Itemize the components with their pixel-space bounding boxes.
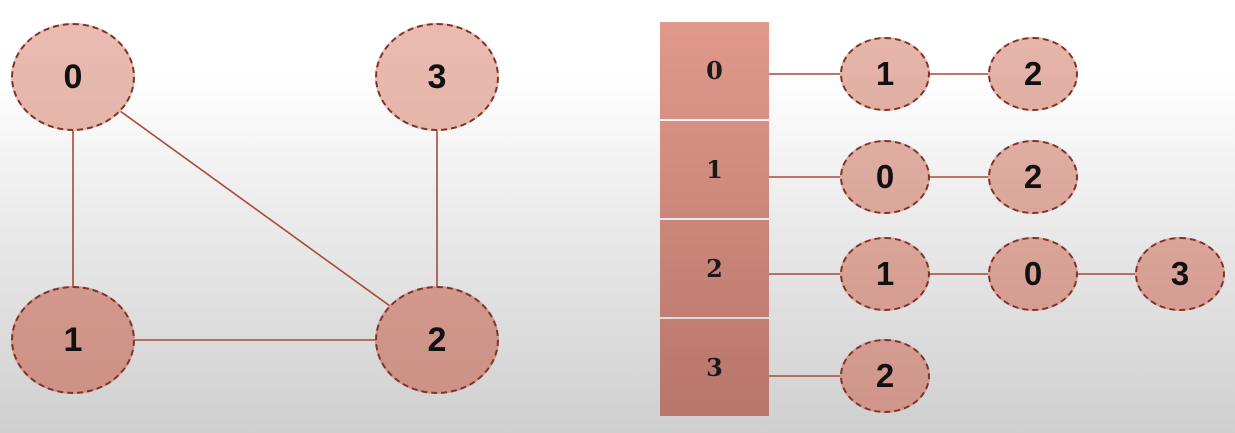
- graph-node-3: 3: [375, 23, 499, 131]
- node-label: 2: [875, 357, 895, 394]
- list-node-0-2: 2: [988, 37, 1078, 111]
- graph-node-0: 0: [11, 23, 135, 131]
- graph-edge-0-2: [72, 76, 438, 341]
- list-node-1-2: 2: [988, 140, 1078, 214]
- bucket-vertex-1: 1: [660, 121, 769, 218]
- node-label: 1: [63, 320, 83, 359]
- list-node-2-0: 0: [988, 237, 1078, 311]
- list-node-1-0: 0: [840, 140, 930, 214]
- node-label: 2: [1023, 158, 1043, 195]
- list-node-2-1: 1: [840, 237, 930, 311]
- list-node-3-2: 2: [840, 339, 930, 413]
- node-label: 2: [1023, 55, 1043, 92]
- bucket-vertex-0: 0: [660, 22, 769, 119]
- graph-node-1: 1: [11, 286, 135, 394]
- node-label: 1: [875, 55, 895, 92]
- bucket-label: 2: [706, 254, 723, 283]
- bucket-vertex-3: 3: [660, 319, 769, 416]
- list-node-2-3: 3: [1135, 237, 1225, 311]
- bucket-label: 0: [706, 56, 723, 85]
- node-label: 1: [875, 255, 895, 292]
- bucket-vertex-2: 2: [660, 220, 769, 317]
- node-label: 3: [427, 57, 447, 96]
- bucket-label: 3: [706, 353, 723, 382]
- list-node-0-1: 1: [840, 37, 930, 111]
- node-label: 0: [875, 158, 895, 195]
- bucket-label: 1: [706, 155, 723, 184]
- graph-node-2: 2: [375, 286, 499, 394]
- node-label: 3: [1170, 255, 1190, 292]
- node-label: 0: [63, 57, 83, 96]
- node-label: 0: [1023, 255, 1043, 292]
- node-label: 2: [427, 320, 447, 359]
